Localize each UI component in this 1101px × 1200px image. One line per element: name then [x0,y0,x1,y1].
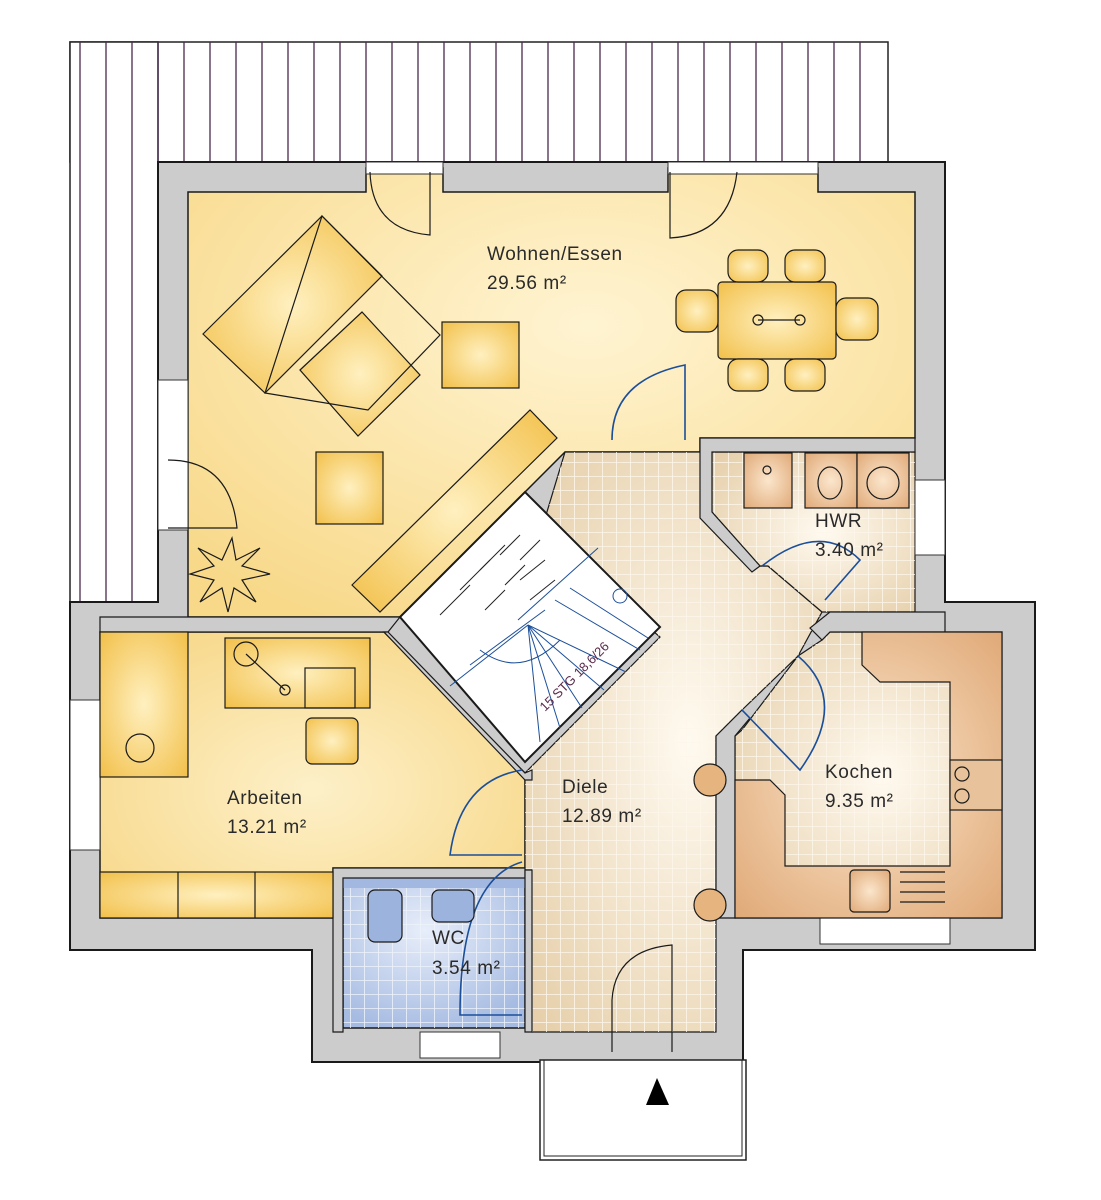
living-furniture [187,214,879,613]
entrance-landing [539,1059,747,1161]
room-name-diele: Diele [562,777,608,798]
room-area-wc: 3.54 m² [432,958,501,979]
room-area-kochen: 9.35 m² [825,791,894,812]
desk-icon [224,637,371,709]
room-labels: Wohnen/Essen 29.56 m² HWR 3.40 m² Kochen… [227,244,894,979]
wc-fixtures [367,889,475,943]
room-area-hwr: 3.40 m² [815,540,884,561]
utility-sink-icon [743,452,793,509]
roof-overhang [69,41,889,603]
room-name-hwr: HWR [815,511,862,532]
washing-machine-icon [804,452,858,509]
doors [167,171,738,1052]
room-area-diele: 12.89 m² [562,806,642,827]
dryer-icon [856,452,910,509]
room-name-wohnen: Wohnen/Essen [487,244,623,265]
stove-icon [949,759,1003,811]
plant-icon [187,536,271,613]
armchair-right-icon [441,321,520,389]
dining-table-icon [675,249,879,392]
sideboard-icon [351,409,558,613]
bar-stools-icon [693,763,727,922]
entrance-arrow-icon [646,1078,669,1105]
kitchen-counters [693,631,1003,922]
toilet-icon [367,889,403,943]
room-name-arbeiten: Arbeiten [227,788,303,809]
washbasin-icon [431,889,475,923]
room-name-kochen: Kochen [825,762,893,783]
sink-icon [849,869,891,913]
armchair-bottom-icon [315,451,384,525]
blue-door-swings [449,364,862,1016]
windows [69,161,951,1059]
room-area-arbeiten: 13.21 m² [227,817,307,838]
staircase: 15 STG 18,6/26 [398,490,662,764]
study-furniture [99,631,371,919]
desk-chair-icon [305,717,359,765]
room-area-wohnen: 29.56 m² [487,273,567,294]
hwr-fixtures [743,452,910,509]
bed-icon [99,631,189,778]
rug-icon [264,214,441,411]
room-kochen-floor [734,631,1003,919]
interior-walls [99,437,946,1033]
coffee-table-icon [299,311,421,437]
wardrobe-icon [99,871,334,919]
room-name-wc: WC [432,928,465,949]
